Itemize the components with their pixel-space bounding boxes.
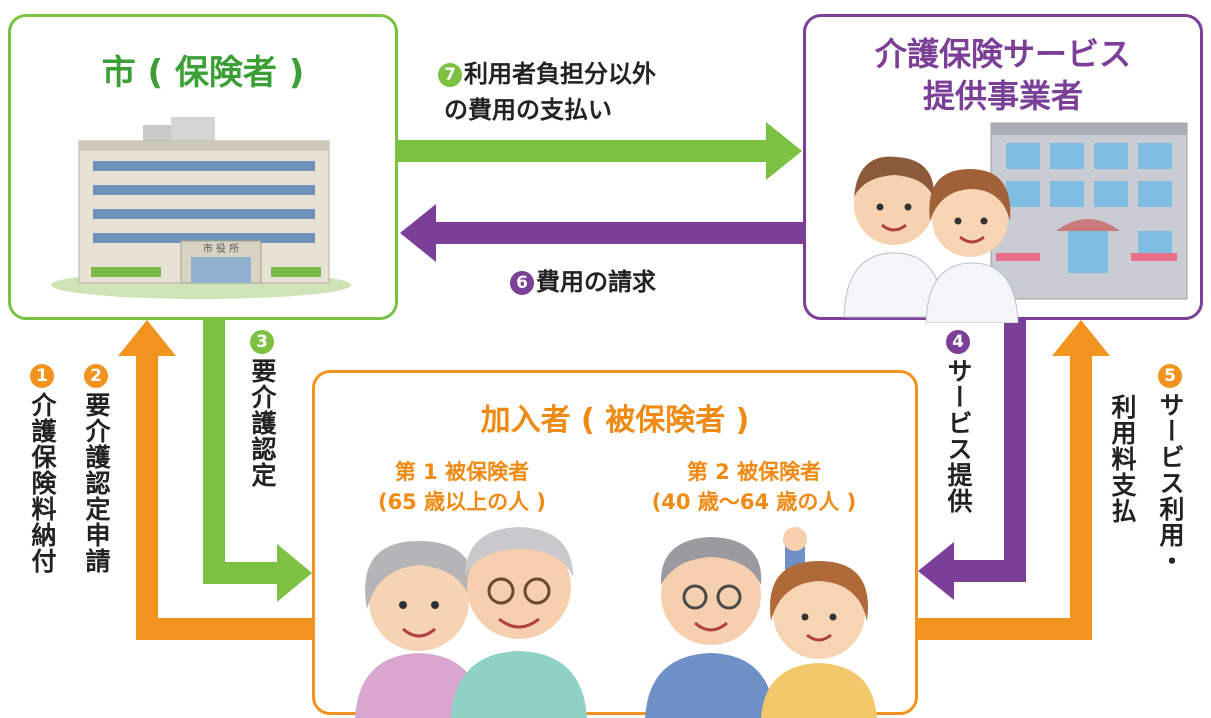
arrow-payment [398, 122, 802, 180]
flow-5-label: 5 サービス利用・ [1156, 364, 1185, 574]
group2-label: 第 2 被保険者 (40 歳〜64 歳の人 ) [651, 460, 857, 514]
flow-6-number: 6 [510, 271, 534, 295]
city-hall-illustration: 市 役 所 [51, 117, 351, 299]
middle-aged-man [645, 527, 807, 718]
arrow-application [118, 320, 312, 640]
flow-3-number: 3 [250, 330, 274, 354]
caregiver-female [925, 169, 1019, 323]
flow-3-label: 3 要介護認定 [248, 330, 277, 488]
middle-aged-woman [761, 561, 877, 718]
flow-1-number: 1 [30, 364, 54, 388]
provider-box: 介護保険サービス 提供事業者 [803, 14, 1203, 323]
arrow-usage-payment [918, 320, 1110, 640]
elderly-man [451, 527, 587, 718]
flow-4-label: 4 サービス提供 [944, 330, 973, 514]
city-title: 市 ( 保険者 ) [101, 53, 305, 93]
arrow-certification [203, 320, 312, 602]
flow-1-label: 1 介護保険料納付 [28, 364, 57, 574]
city-insurer-box: 市 ( 保険者 ) 市 役 所 [8, 14, 398, 320]
flow-5-number: 5 [1158, 364, 1182, 388]
caregiver-male [843, 156, 945, 318]
flow-7-number: 7 [438, 63, 462, 87]
elderly-woman [355, 541, 483, 718]
insured-title: 加入者 ( 被保険者 ) [480, 403, 750, 438]
flow-2-label: 2 要介護認定申請 [82, 364, 111, 574]
group1-label: 第 1 被保険者 (65 歳以上の人 ) [377, 460, 547, 514]
insured-box: 加入者 ( 被保険者 ) 第 1 被保険者 (65 歳以上の人 ) 第 2 被保… [312, 370, 918, 718]
flow-5-label-line2: 利用料支払 [1108, 394, 1137, 524]
provider-title: 介護保険サービス 提供事業者 [874, 35, 1131, 115]
arrow-service [918, 320, 1026, 600]
flow-2-number: 2 [84, 364, 108, 388]
arrow-billing [400, 204, 804, 262]
building-sign: 市 役 所 [203, 242, 239, 255]
flow-4-number: 4 [946, 330, 970, 354]
provider-illustration [843, 122, 1188, 323]
insured-illustration [355, 527, 877, 718]
